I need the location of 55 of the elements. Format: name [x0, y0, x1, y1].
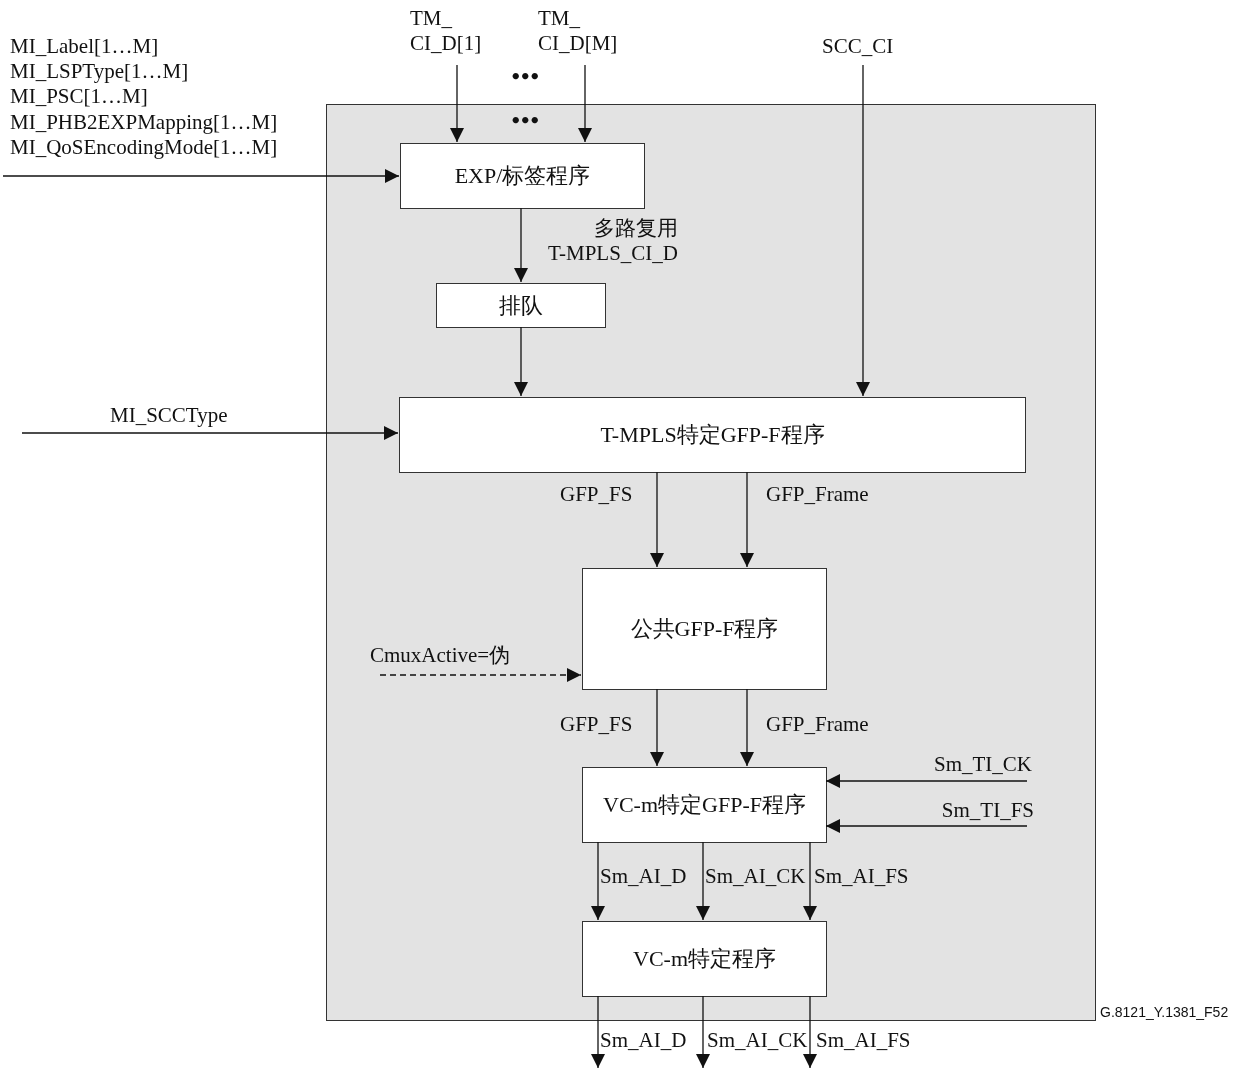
process-label: 公共GFP-F程序 [630, 615, 779, 643]
edge-label: GFP_FS [560, 712, 634, 738]
arrow [825, 819, 1028, 833]
arrow [514, 326, 528, 397]
process-label: T-MPLS特定GFP-F程序 [600, 421, 825, 449]
arrow [514, 207, 528, 283]
process-box [436, 283, 606, 328]
edge-label: Sm_AI_D [600, 864, 688, 890]
edge-label: Sm_TI_FS [940, 798, 1034, 824]
arrow [696, 841, 710, 921]
arrow [578, 64, 592, 143]
arrow [650, 688, 664, 767]
edge-label: TM_ CI_D[1] [410, 6, 480, 57]
process-label: VC-m特定GFP-F程序 [603, 791, 806, 819]
figure-code: G.8121_Y.1381_F52 [1100, 1004, 1229, 1020]
process-box [582, 767, 827, 843]
edge-label: GFP_Frame [766, 712, 870, 738]
process-label: 排队 [499, 291, 543, 320]
process-box [582, 921, 827, 997]
arrow [21, 426, 399, 440]
arrow [591, 995, 605, 1069]
process-label: EXP/标签程序 [454, 162, 591, 190]
arrow [650, 471, 664, 568]
edge-label: Sm_AI_CK [707, 1028, 809, 1054]
container-box [326, 104, 1096, 1021]
edge-label: SCC_CI [822, 34, 895, 60]
edge-label: Sm_AI_D [600, 1028, 688, 1054]
arrow [825, 774, 1028, 788]
edge-label: Sm_TI_CK [933, 752, 1032, 778]
arrow [2, 169, 400, 183]
edge-label: MI_Label[1…M] MI_LSPType[1…M] MI_PSC[1…M] MI_PHB2EXPMapping[1…M] MI_QoSEncodingMode[1…M] [10, 34, 279, 160]
process-label: VC-m特定程序 [633, 945, 776, 973]
process-box [582, 568, 827, 690]
arrow [591, 841, 605, 921]
edge-label: 多路复用 T-MPLS_CI_D [547, 216, 678, 267]
arrow [740, 688, 754, 767]
edge-label: Sm_AI_FS [816, 1028, 912, 1054]
edge-label: CmuxActive=伪 [370, 643, 512, 669]
arrow [803, 995, 817, 1069]
process-box [399, 397, 1026, 473]
arrow [696, 995, 710, 1069]
arrow [856, 64, 870, 397]
arrow [740, 471, 754, 568]
ellipsis-mark: ••• [510, 66, 539, 87]
edge-label: GFP_FS [560, 482, 634, 508]
edge-label: Sm_AI_CK [705, 864, 807, 890]
ellipsis-mark: ••• [510, 110, 539, 131]
process-box [400, 143, 645, 209]
arrow [803, 841, 817, 921]
edge-label: MI_SCCType [110, 403, 229, 429]
edge-label: TM_ CI_D[M] [538, 6, 619, 57]
edge-label: Sm_AI_FS [814, 864, 910, 890]
edge-label: GFP_Frame [766, 482, 870, 508]
arrow [379, 668, 582, 682]
arrow [450, 64, 464, 143]
